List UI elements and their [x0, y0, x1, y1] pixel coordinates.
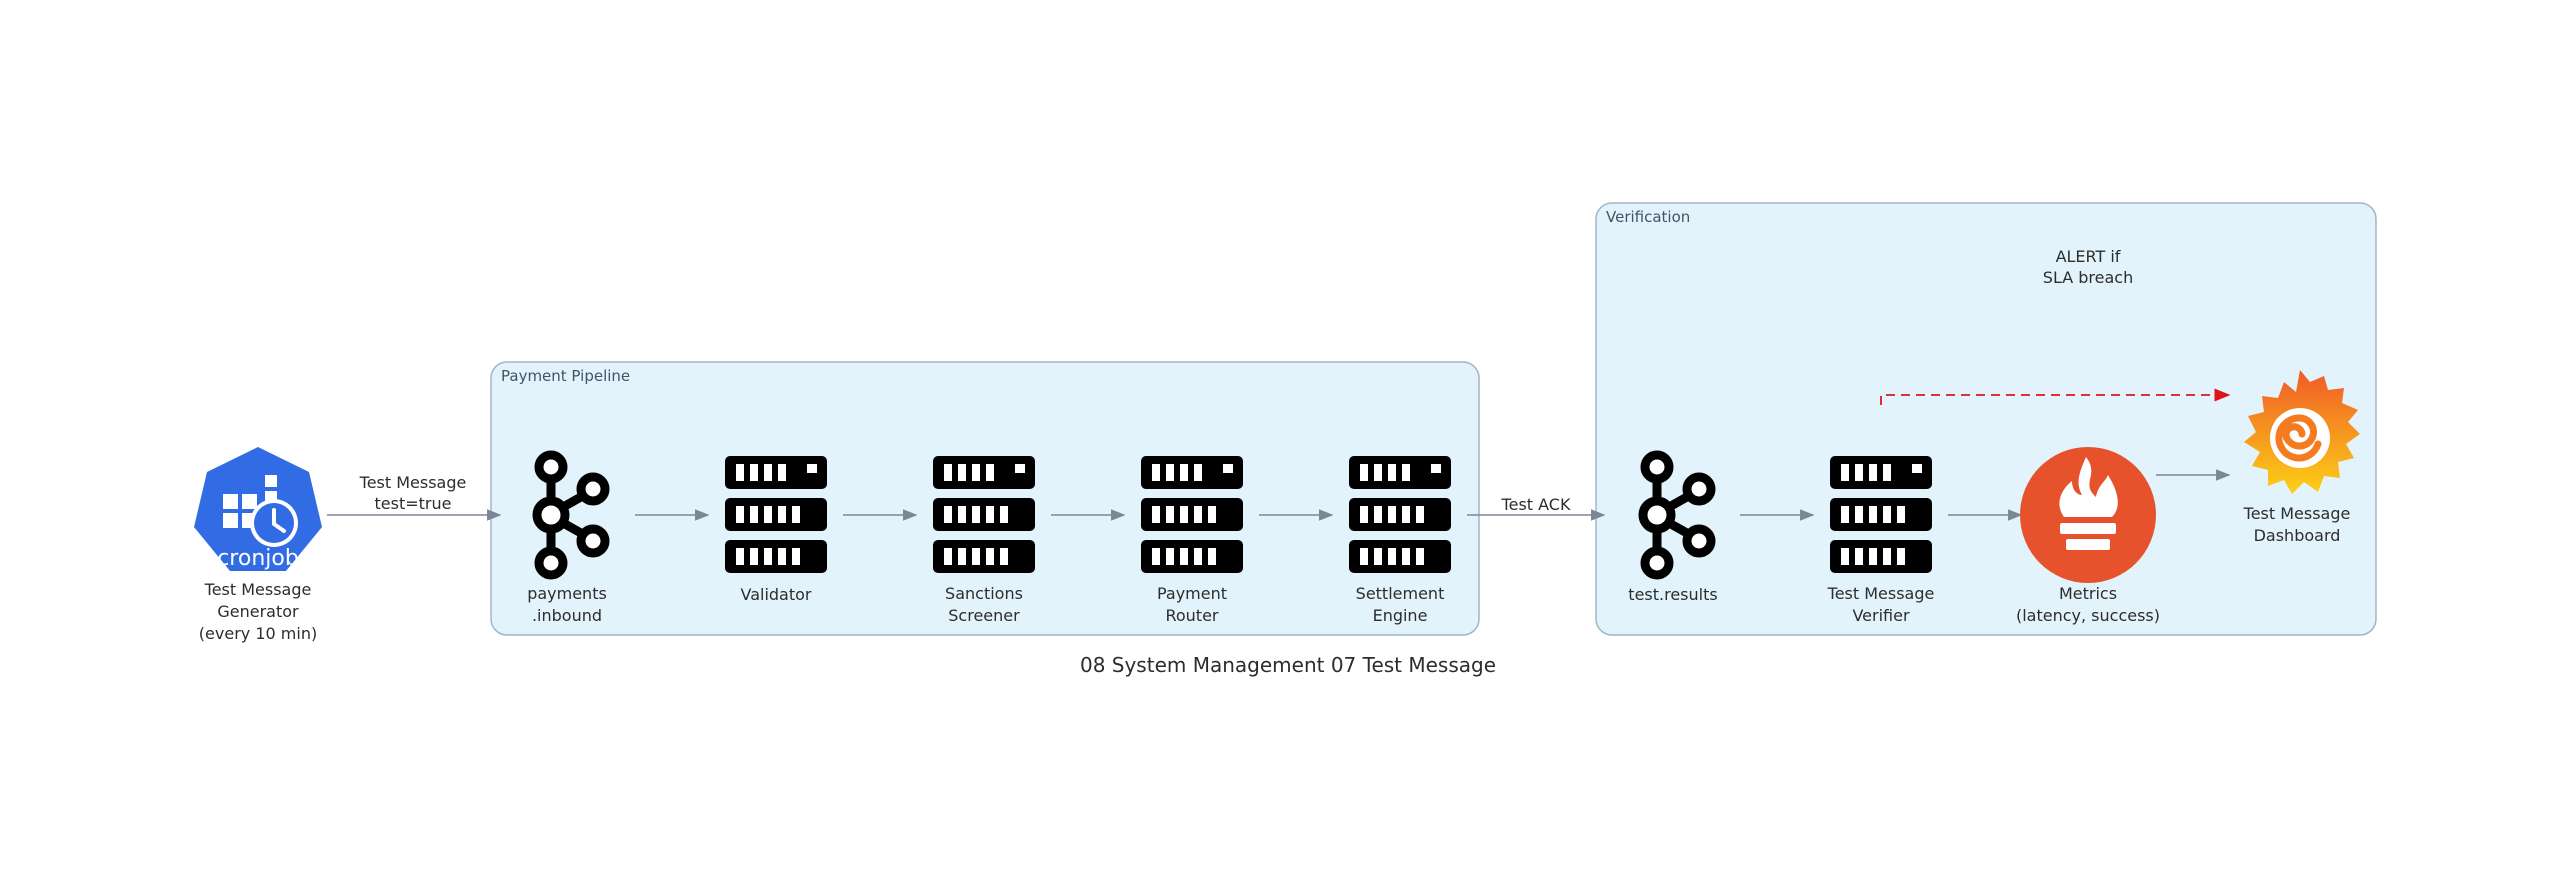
inbound-topic-label: payments .inbound: [527, 584, 607, 625]
edge-label-test-message: Test Message test=true: [359, 473, 467, 513]
validator-label: Validator: [740, 585, 812, 604]
grafana-icon: [2244, 370, 2360, 494]
server-icon: [933, 456, 1035, 573]
metrics-label: Metrics (latency, success): [2015, 584, 2161, 625]
settlement-label: Settlement Engine: [1355, 584, 1445, 625]
prometheus-icon: [2020, 447, 2156, 583]
server-icon: [1830, 456, 1932, 573]
sanctions-label: Sanctions Screener: [945, 584, 1023, 625]
edge-label-alert: ALERT if SLA breach: [2042, 247, 2134, 287]
dashboard-label: Test Message Dashboard: [2243, 504, 2351, 545]
verification-cluster: [1595, 202, 2377, 636]
edge-label-test-ack: Test ACK: [1501, 495, 1571, 514]
diagram-caption: 08 System Management 07 Test Message: [1079, 653, 1497, 677]
payment-pipeline-cluster-label: Payment Pipeline: [501, 367, 631, 385]
edge-alert-verifier-to-dashboard: [1880, 388, 2231, 405]
server-icon: [1141, 456, 1243, 573]
kubernetes-cronjob-icon: cronjob: [194, 447, 322, 571]
verifier-label: Test Message Verifier: [1827, 584, 1935, 625]
router-label: Payment Router: [1156, 584, 1228, 625]
server-icon: [1349, 456, 1451, 573]
generator-label: Test Message Generator (every 10 min): [198, 580, 318, 643]
results-topic-label: test.results: [1628, 585, 1718, 604]
cronjob-icon-text: cronjob: [217, 546, 299, 571]
server-icon: [725, 456, 827, 573]
verification-cluster-label: Verification: [1606, 208, 1691, 226]
